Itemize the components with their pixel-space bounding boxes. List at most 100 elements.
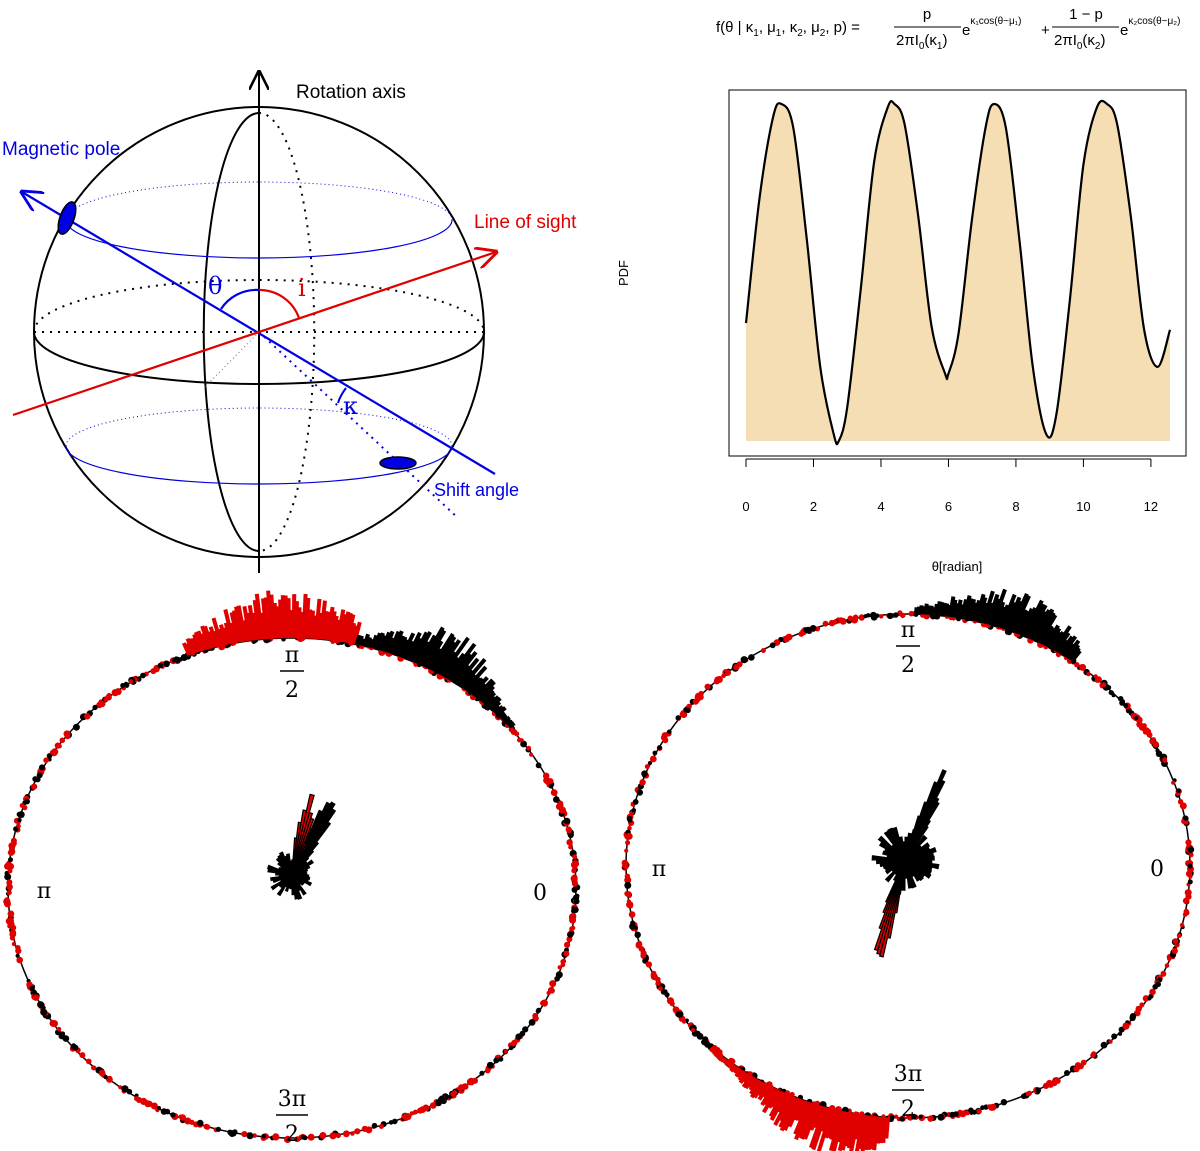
rim-point bbox=[486, 1061, 494, 1069]
histogram-bar bbox=[923, 603, 929, 615]
rim-point bbox=[284, 1135, 292, 1144]
histogram-bar bbox=[811, 1106, 830, 1151]
magnetic-pole-spot bbox=[57, 201, 77, 235]
rose-left-label-half-num: π bbox=[285, 643, 299, 668]
rim-point bbox=[32, 994, 40, 1001]
rim-point bbox=[307, 1133, 315, 1141]
rim-point bbox=[1073, 1066, 1078, 1072]
rim-point bbox=[350, 1131, 355, 1136]
rim-point bbox=[571, 886, 578, 893]
histogram-bar bbox=[713, 1051, 721, 1058]
rim-point bbox=[510, 729, 517, 735]
histogram-bar bbox=[442, 656, 460, 678]
rim-point bbox=[696, 1033, 704, 1040]
rim-point bbox=[760, 648, 766, 653]
rim-point bbox=[107, 1075, 113, 1082]
histogram-bar bbox=[957, 603, 965, 619]
rim-point bbox=[1074, 662, 1080, 668]
histogram-bar bbox=[318, 600, 327, 640]
rim-point bbox=[564, 941, 571, 948]
histogram-bar bbox=[472, 682, 487, 698]
rim-point bbox=[893, 612, 899, 618]
histogram-bar bbox=[816, 1108, 835, 1151]
rose-left-label-pi: π bbox=[37, 879, 51, 904]
histogram-bar bbox=[207, 630, 217, 649]
histogram-bar bbox=[330, 615, 339, 641]
rim-point bbox=[6, 890, 12, 896]
rim-point bbox=[103, 697, 108, 702]
magnetic-pole-label: Magnetic pole bbox=[2, 139, 120, 160]
rim-point bbox=[748, 654, 755, 661]
rim-point bbox=[10, 837, 17, 844]
rim-point bbox=[528, 1019, 536, 1026]
rose-left-label-3half-num: 3π bbox=[278, 1087, 306, 1112]
histogram-bar bbox=[844, 1112, 856, 1147]
histogram-bar bbox=[955, 599, 963, 619]
histogram-bar bbox=[921, 606, 926, 615]
histogram-bar bbox=[352, 621, 362, 645]
rim-point bbox=[570, 875, 578, 883]
rim-point bbox=[1129, 1014, 1136, 1022]
histogram-bar bbox=[1019, 607, 1038, 637]
histogram-bar bbox=[1033, 608, 1055, 642]
rim-point bbox=[8, 842, 16, 850]
rim-point bbox=[11, 941, 16, 947]
rim-point bbox=[41, 1005, 46, 1010]
rim-point bbox=[7, 910, 15, 918]
histogram-bar bbox=[208, 626, 219, 648]
histogram-bar bbox=[820, 1107, 832, 1133]
rim-point bbox=[184, 1117, 192, 1125]
histogram-bar bbox=[280, 595, 287, 639]
histogram-bar bbox=[188, 638, 198, 654]
rim-point bbox=[196, 1119, 204, 1127]
histogram-bar bbox=[1010, 594, 1031, 633]
rim-point bbox=[553, 796, 560, 803]
rim-point bbox=[560, 959, 565, 964]
histogram-bar bbox=[869, 1116, 878, 1150]
histogram-bar bbox=[301, 593, 308, 639]
histogram-bar bbox=[365, 636, 372, 648]
histogram-bar bbox=[1054, 631, 1071, 653]
rose-right-outer-histogram bbox=[708, 588, 1082, 1151]
histogram-bar bbox=[430, 635, 457, 672]
rose-left-petals bbox=[266, 793, 337, 900]
histogram-bar bbox=[426, 647, 442, 670]
histogram-bar bbox=[1006, 600, 1023, 632]
rose-center-bar bbox=[904, 859, 933, 865]
rim-point bbox=[498, 1056, 504, 1062]
histogram-bar bbox=[988, 598, 1001, 626]
shift-angle-label: Shift angle bbox=[434, 480, 519, 500]
rim-point bbox=[900, 612, 906, 619]
rim-point bbox=[645, 961, 652, 968]
rim-point bbox=[557, 965, 562, 970]
rim-point bbox=[160, 1108, 168, 1115]
histogram-bar bbox=[728, 1062, 736, 1070]
histogram-bar bbox=[731, 1065, 740, 1074]
histogram-bar bbox=[823, 1108, 837, 1139]
histogram-bar bbox=[482, 691, 497, 705]
rim-point bbox=[1187, 879, 1193, 885]
histogram-bar bbox=[964, 597, 974, 620]
rim-point bbox=[721, 673, 726, 678]
histogram-bar bbox=[978, 602, 989, 624]
rim-point bbox=[630, 920, 636, 926]
rim-point bbox=[626, 815, 633, 822]
histogram-bar bbox=[387, 630, 401, 654]
histogram-bar bbox=[945, 604, 952, 617]
histogram-bar bbox=[242, 605, 253, 642]
histogram-bar bbox=[283, 595, 289, 639]
rim-point bbox=[203, 1123, 210, 1130]
histogram-bar bbox=[323, 611, 332, 640]
histogram-bar bbox=[286, 598, 291, 639]
histogram-bar bbox=[407, 637, 423, 662]
histogram-bar bbox=[370, 634, 379, 649]
rim-point bbox=[3, 897, 11, 906]
rim-point bbox=[241, 1131, 248, 1138]
term2-denominator: 2πI0(κ2) bbox=[1054, 32, 1105, 52]
histogram-bar bbox=[499, 712, 507, 720]
histogram-bar bbox=[797, 1102, 816, 1139]
rim-point bbox=[36, 772, 43, 779]
rim-point bbox=[839, 617, 847, 625]
histogram-bar bbox=[737, 1070, 748, 1082]
histogram-bar bbox=[347, 622, 357, 644]
